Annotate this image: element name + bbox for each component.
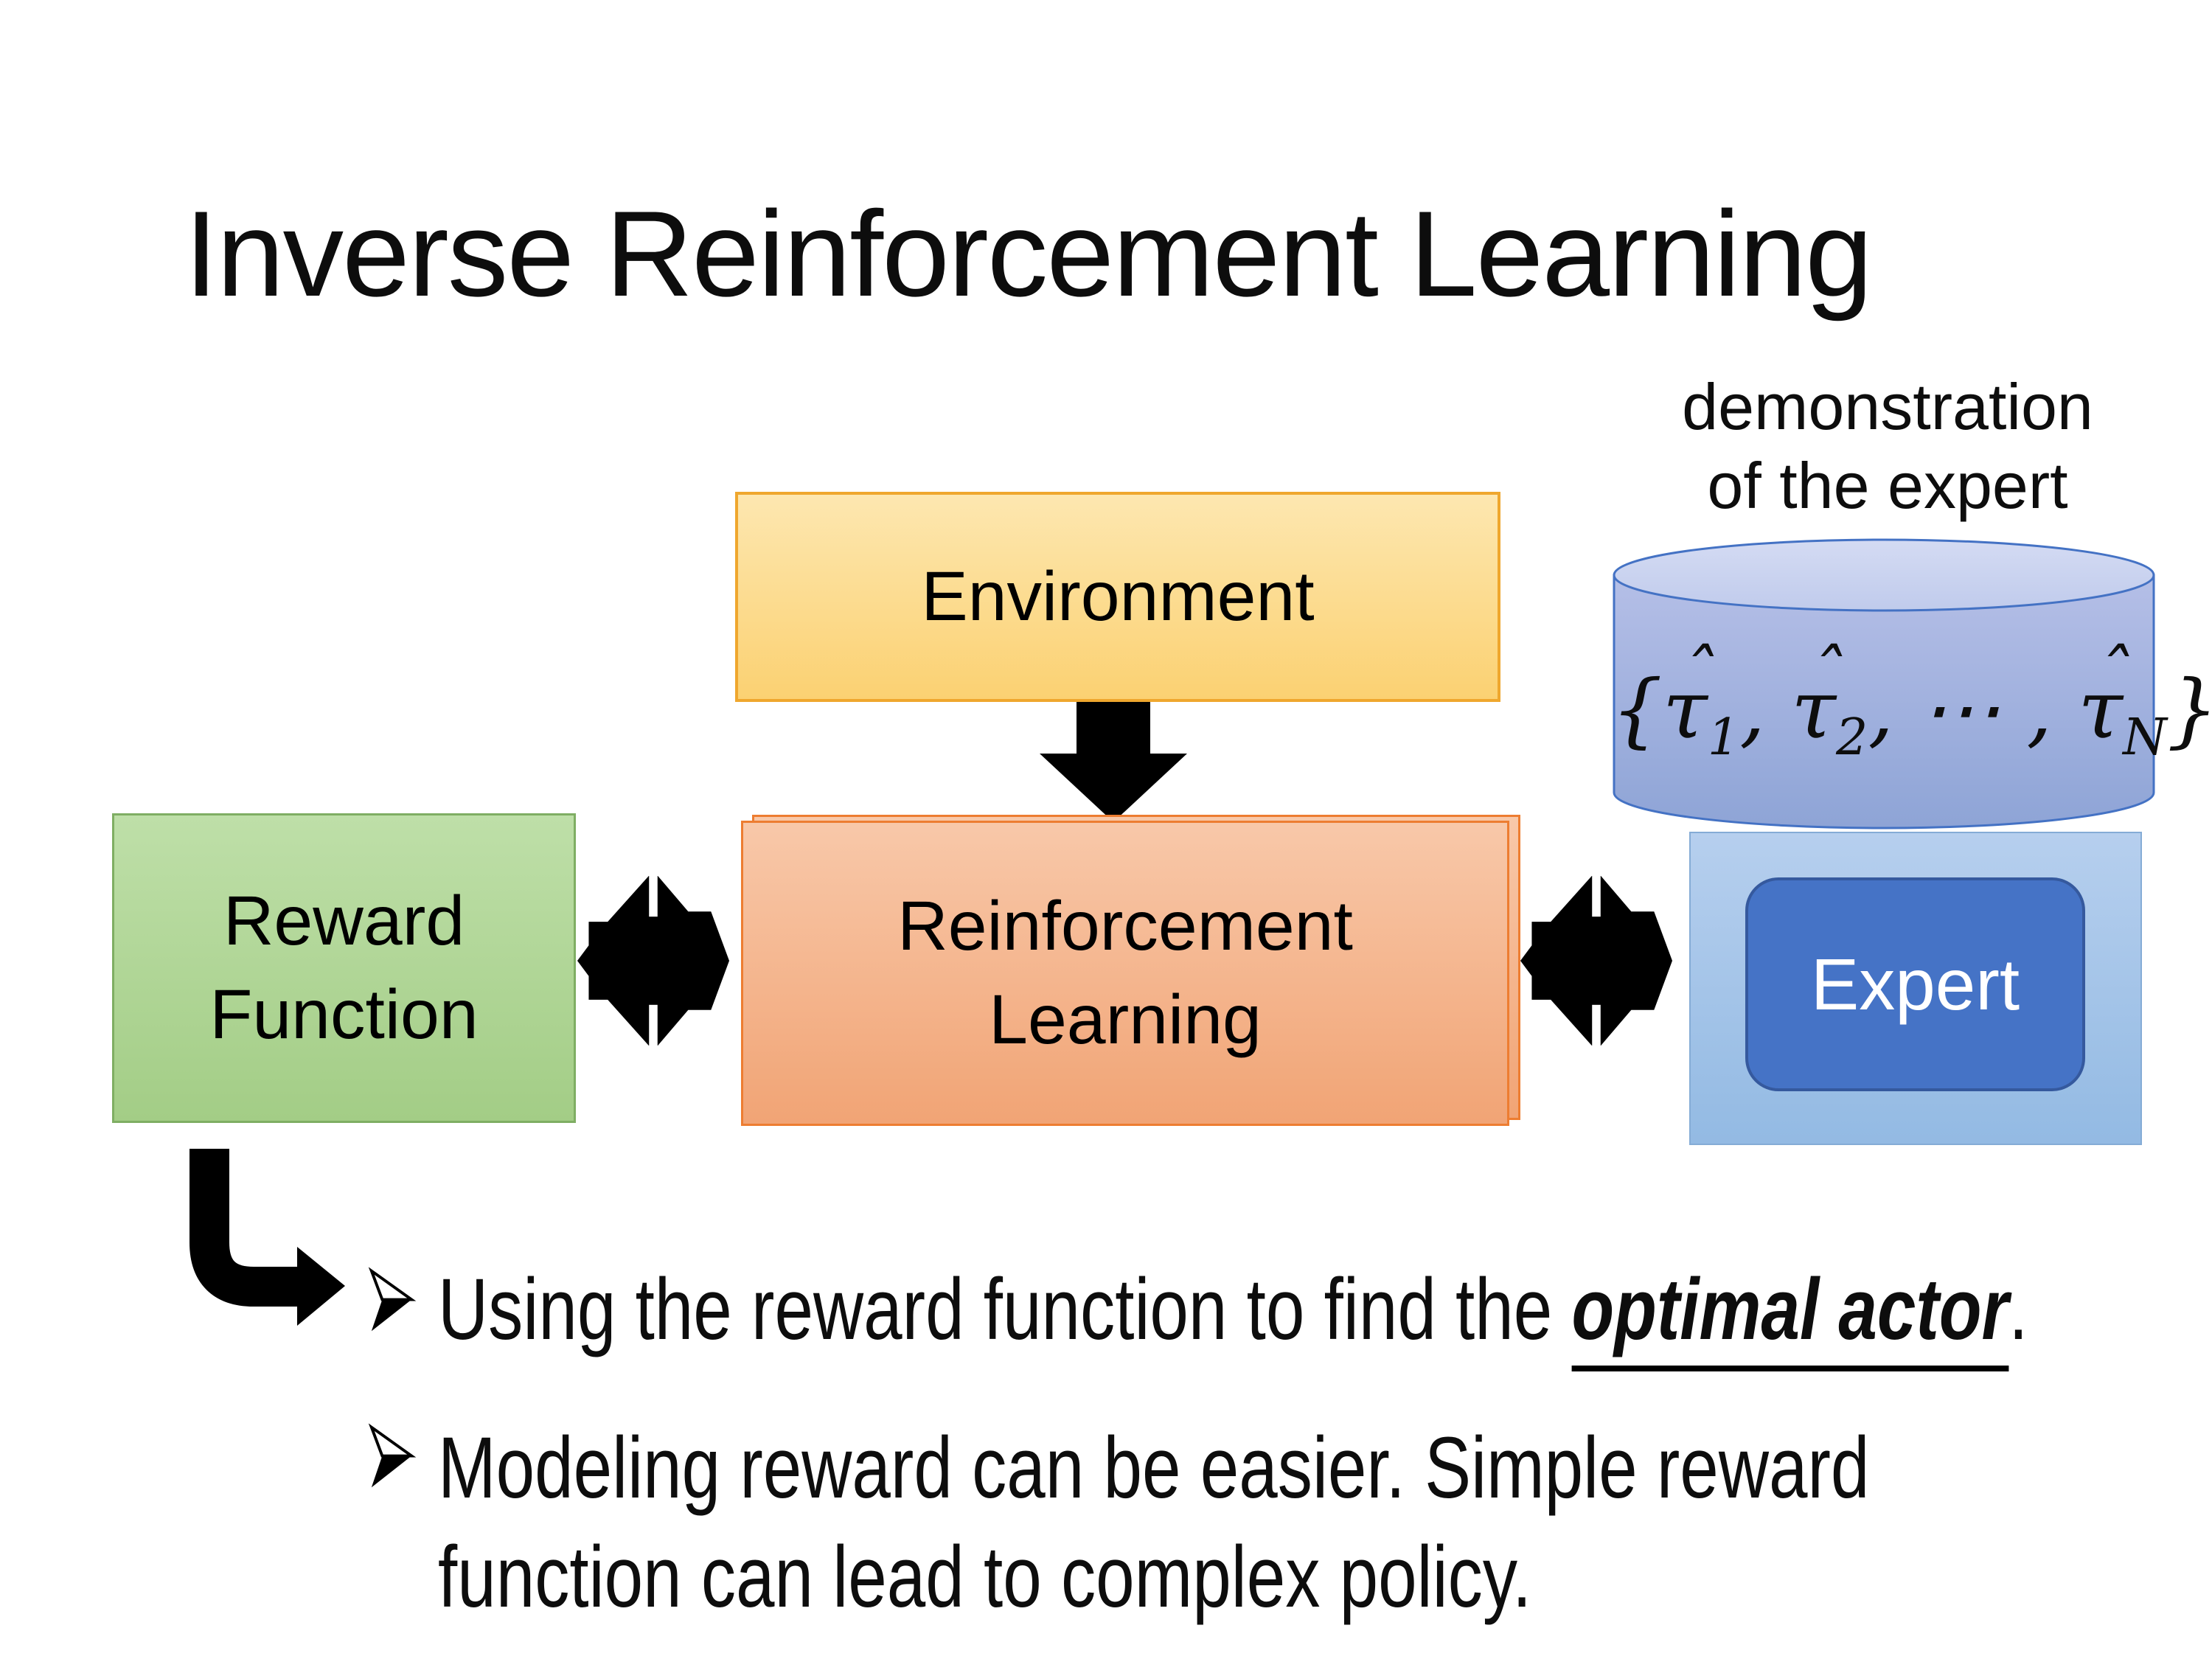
trajectory-set-formula: {τˆ1, τˆ2, ⋯ , τˆN} bbox=[1611, 636, 2212, 762]
reward-function-label-line1: Reward bbox=[223, 881, 465, 960]
bullet-arrowhead-icon bbox=[368, 1423, 417, 1488]
bullet1-emphasis-text: optimal actor bbox=[1571, 1255, 2009, 1371]
bent-arrow-icon bbox=[189, 1149, 345, 1326]
demonstration-caption-line2: of the expert bbox=[1707, 449, 2068, 523]
formula-ellipsis: , ⋯ , bbox=[1868, 662, 2079, 757]
down-arrow-icon bbox=[1040, 702, 1187, 822]
formula-open-brace: { bbox=[1611, 662, 1663, 757]
bullet-item-2: Modeling reward can be easier. Simple re… bbox=[438, 1413, 1869, 1632]
subscript-1: 1 bbox=[1707, 709, 1740, 767]
expert-label: Expert bbox=[1810, 943, 2020, 1025]
bullet2-line2: function can lead to complex policy. bbox=[438, 1528, 1532, 1626]
environment-box: Environment bbox=[735, 492, 1500, 702]
double-arrow-right-icon bbox=[1520, 876, 1672, 1046]
reinforcement-learning-label-line1: Reinforcement bbox=[897, 886, 1353, 965]
formula-separator: , bbox=[1739, 662, 1792, 757]
environment-label: Environment bbox=[921, 557, 1315, 636]
demonstration-database-cylinder-icon bbox=[1613, 538, 2155, 830]
reward-function-box: Reward Function bbox=[112, 813, 576, 1123]
bullet1-period: . bbox=[2008, 1261, 2028, 1358]
expert-box: Expert bbox=[1745, 877, 2085, 1091]
reward-function-label-line2: Function bbox=[209, 975, 479, 1054]
bullet1-text: Using the reward function to find the bbox=[438, 1261, 1572, 1358]
reinforcement-learning-box: Reinforcement Learning bbox=[741, 821, 1509, 1126]
reward-function-label: Reward Function bbox=[209, 874, 478, 1062]
demonstration-caption: demonstration of the expert bbox=[1593, 367, 2183, 526]
bullet-item-1: Using the reward function to find the op… bbox=[438, 1255, 2028, 1371]
bullet-arrowhead-icon bbox=[368, 1267, 417, 1332]
subscript-N: N bbox=[2123, 709, 2167, 767]
page-title: Inverse Reinforcement Learning bbox=[184, 186, 1873, 321]
subscript-2: 2 bbox=[1836, 709, 1868, 767]
formula-close-brace: } bbox=[2167, 662, 2212, 757]
demonstration-caption-line1: demonstration bbox=[1682, 370, 2093, 443]
reinforcement-learning-label-line2: Learning bbox=[989, 981, 1262, 1059]
reinforcement-learning-label: Reinforcement Learning bbox=[897, 880, 1353, 1068]
bullet2-line1: Modeling reward can be easier. Simple re… bbox=[438, 1419, 1870, 1517]
double-arrow-left-icon bbox=[577, 876, 729, 1046]
